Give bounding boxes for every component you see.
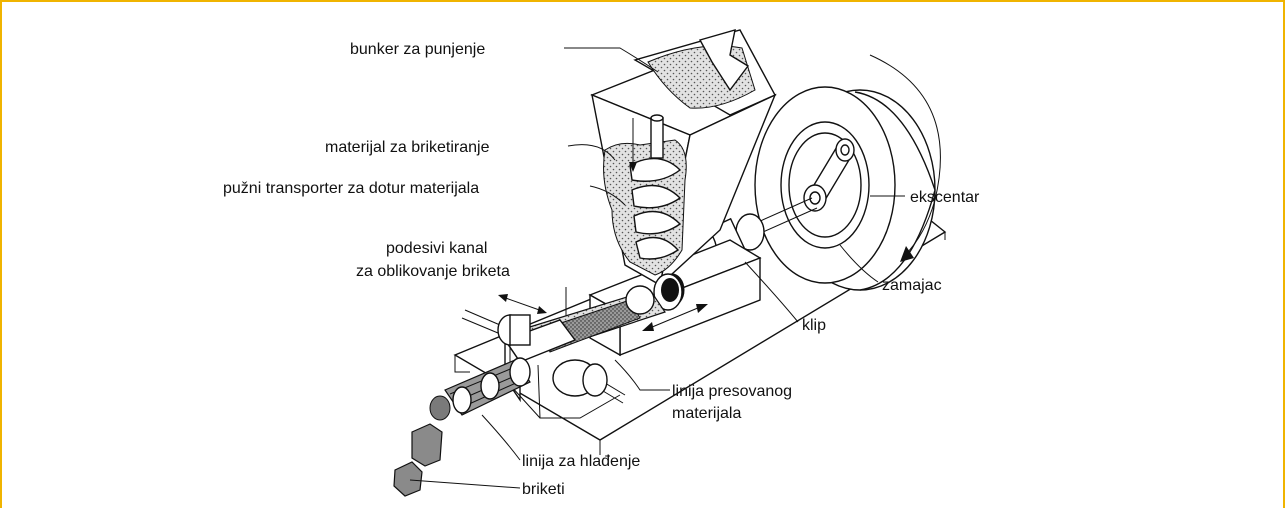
label-linija-presovanog-line1: linija presovanog — [672, 383, 792, 400]
flywheel — [754, 86, 936, 291]
piston-motion-arrowhead-right — [696, 304, 708, 313]
label-linija-presovanog-line2: materijala — [672, 405, 741, 422]
cooling-line — [429, 357, 531, 421]
label-zamajac: zamajac — [882, 277, 942, 294]
label-materijal: materijal za briketiranje — [325, 139, 490, 156]
label-hladjenje: linija za hlađenje — [522, 453, 640, 470]
adjustment-arrow-line — [499, 295, 546, 313]
screw-conveyor — [603, 114, 687, 311]
compression-channel — [503, 285, 666, 403]
rotation-arrowhead — [900, 246, 914, 262]
piston-motion-arrowhead-left — [642, 322, 654, 331]
rotation-arrow-top — [869, 54, 941, 201]
label-briketi: briketi — [522, 481, 565, 498]
briquettes — [393, 423, 443, 497]
piston-motion-line — [644, 304, 706, 331]
label-puzni-transporter: pužni transporter za dotur materijala — [223, 180, 479, 197]
adjustment-arrowhead-right — [537, 306, 547, 314]
material-flow-arrowhead — [629, 162, 637, 172]
label-ekscentar: ekscentar — [910, 189, 980, 206]
label-kanal-line1: podesivi kanal — [386, 240, 487, 257]
adjustment-screws — [461, 309, 626, 419]
label-klip: klip — [802, 317, 826, 334]
adjustment-arrowhead-left — [498, 294, 508, 302]
leader-lines — [409, 47, 905, 489]
material-input-arrow — [698, 29, 750, 92]
label-bunker: bunker za punjenje — [350, 41, 485, 58]
label-kanal-line2: za oblikovanje briketa — [356, 263, 510, 280]
